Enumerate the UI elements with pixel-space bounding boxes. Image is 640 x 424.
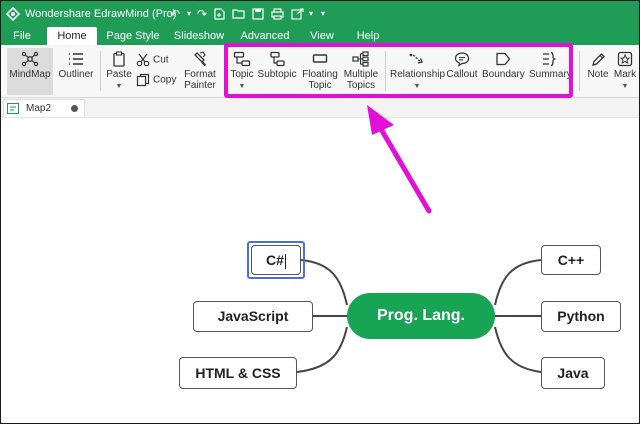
mindmap-icon <box>21 51 39 67</box>
redo-icon[interactable]: ↷ <box>196 7 208 21</box>
scissors-icon <box>136 53 150 67</box>
menu-bar: File Home Page Style Slideshow Advanced … <box>1 27 639 45</box>
topic-icon <box>233 51 251 67</box>
boundary-label: Boundary <box>482 69 525 80</box>
mindmap-view-button[interactable]: MindMap <box>7 48 53 95</box>
outliner-button[interactable]: Outliner <box>57 51 95 80</box>
document-icon <box>7 103 19 114</box>
format-painter-label-2: Painter <box>184 80 216 91</box>
subtopic-button[interactable]: Subtopic <box>257 51 297 80</box>
note-button[interactable]: Note <box>585 51 611 80</box>
format-painter-button[interactable]: Format Painter <box>181 51 219 91</box>
summary-icon <box>543 51 556 67</box>
central-topic-node[interactable]: Prog. Lang. <box>347 293 495 339</box>
multiple-topics-icon <box>352 51 369 67</box>
callout-button[interactable]: Callout <box>445 51 479 80</box>
cut-label: Cut <box>153 54 169 66</box>
open-folder-icon[interactable] <box>230 5 246 23</box>
subtopic-icon <box>270 51 285 67</box>
chevron-down-icon: ▼ <box>238 83 246 90</box>
relationship-icon <box>409 53 423 64</box>
undo-icon[interactable]: ↶ <box>169 7 181 21</box>
mark-label: Mark <box>613 69 637 80</box>
ribbon-separator <box>100 51 101 91</box>
menu-page-style[interactable]: Page Style <box>106 30 160 42</box>
floating-topic-icon <box>312 54 328 63</box>
topic-node-csharp[interactable]: C# <box>251 245 301 275</box>
floating-topic-label-2: Topic <box>308 80 332 91</box>
ribbon-toolbar: MindMap Outliner Paste ▼ Cut <box>1 45 639 98</box>
subtopic-label: Subtopic <box>257 69 297 80</box>
paste-label: Paste <box>106 69 132 80</box>
save-icon[interactable] <box>250 5 266 23</box>
chevron-down-icon: ▼ <box>115 83 123 90</box>
mark-icon <box>617 51 633 67</box>
callout-label: Callout <box>446 69 478 80</box>
connectors <box>296 259 542 373</box>
selected-topic-frame <box>247 241 305 279</box>
multiple-topics-label-2: Topics <box>346 80 376 91</box>
document-tab-title: Map2 <box>26 103 52 114</box>
chevron-down-icon: ▼ <box>621 83 629 90</box>
new-file-icon[interactable] <box>211 5 227 23</box>
undo-dropdown-icon[interactable]: ▾ <box>186 9 191 18</box>
unsaved-indicator-icon[interactable] <box>71 105 78 112</box>
chevron-down-icon: ▼ <box>413 83 421 90</box>
relationship-button[interactable]: Relationship ▼ <box>390 51 446 92</box>
copy-icon <box>136 73 150 87</box>
floating-topic-button[interactable]: Floating Topic <box>301 51 339 91</box>
format-painter-label-1: Format <box>184 69 216 80</box>
menu-file[interactable]: File <box>13 30 31 42</box>
multiple-topics-label-1: Multiple <box>343 69 379 80</box>
mindmap-label: MindMap <box>9 69 51 80</box>
menu-slideshow[interactable]: Slideshow <box>173 30 225 42</box>
menu-help[interactable]: Help <box>356 30 380 42</box>
topic-node-cpp[interactable]: C++ <box>541 245 601 275</box>
topic-node-html-css[interactable]: HTML & CSS <box>179 357 297 389</box>
paste-button[interactable]: Paste ▼ <box>105 51 133 92</box>
menu-advanced[interactable]: Advanced <box>240 30 290 42</box>
print-icon[interactable] <box>269 5 285 23</box>
edrawmind-logo-icon <box>5 6 21 22</box>
outliner-label: Outliner <box>58 69 94 80</box>
callout-icon <box>454 52 470 67</box>
topic-button[interactable]: Topic ▼ <box>229 51 255 92</box>
topic-label: Topic <box>230 69 254 80</box>
customize-toolbar-icon[interactable]: ▾ <box>320 9 325 18</box>
window-title: Wondershare EdrawMind (Pro) <box>25 8 177 20</box>
title-bar: Wondershare EdrawMind (Pro) ↶ ▾ ↷ ▾ ▾ <box>1 1 639 27</box>
mark-button[interactable]: Mark ▼ <box>613 51 637 92</box>
menu-home[interactable]: Home <box>47 27 97 45</box>
text-cursor <box>284 253 286 269</box>
boundary-icon <box>496 52 511 66</box>
mindmap-canvas[interactable]: C# JavaScript HTML & CSS Prog. Lang. C++… <box>1 118 639 423</box>
floating-topic-label-1: Floating <box>302 69 338 80</box>
topic-text: C# <box>266 252 284 268</box>
boundary-button[interactable]: Boundary <box>482 51 525 80</box>
summary-button[interactable]: Summary <box>529 51 572 80</box>
ribbon-separator <box>579 51 580 91</box>
topic-node-java[interactable]: Java <box>541 357 605 389</box>
paintbrush-icon <box>194 51 207 67</box>
relationship-label: Relationship <box>390 69 446 80</box>
document-tab-bar: Map2 <box>1 98 639 118</box>
export-dropdown-icon[interactable]: ▾ <box>308 9 313 18</box>
multiple-topics-button[interactable]: Multiple Topics <box>341 51 381 91</box>
outliner-icon <box>69 53 83 65</box>
document-tab[interactable]: Map2 <box>3 99 85 117</box>
topic-node-python[interactable]: Python <box>541 301 621 332</box>
ribbon-separator <box>385 51 386 91</box>
clipboard-icon <box>113 51 125 67</box>
copy-button[interactable]: Copy <box>136 73 176 87</box>
export-icon[interactable] <box>289 5 305 23</box>
pencil-icon <box>592 53 605 66</box>
copy-label: Copy <box>153 74 177 86</box>
note-label: Note <box>587 69 609 80</box>
cut-button[interactable]: Cut <box>136 53 169 67</box>
menu-view[interactable]: View <box>310 30 334 42</box>
summary-label: Summary <box>529 69 572 80</box>
topic-node-javascript[interactable]: JavaScript <box>193 301 313 332</box>
